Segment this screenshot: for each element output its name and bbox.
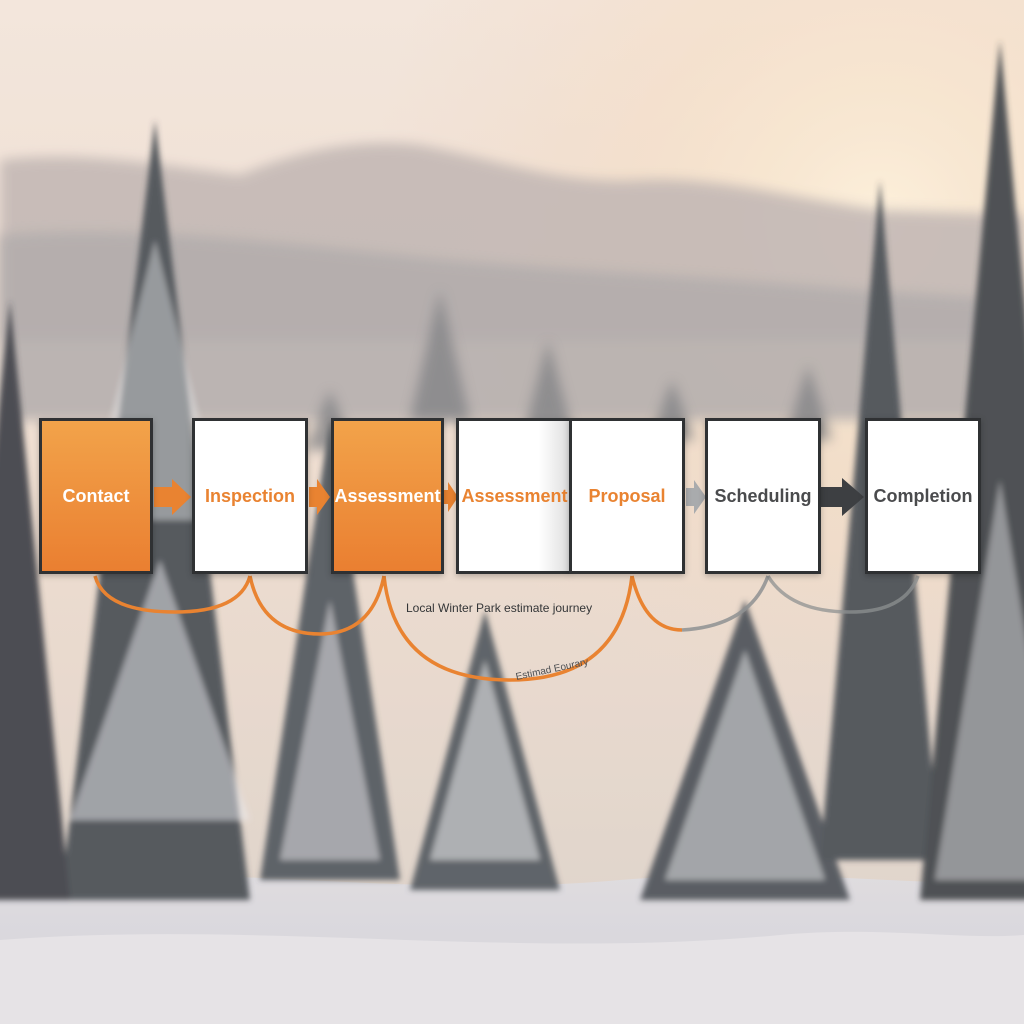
arrow-icon — [154, 479, 191, 515]
step-contact: Contact — [39, 418, 153, 574]
step-assessment: Assessment — [331, 418, 444, 574]
step-assessment-duplicate: Assessment — [456, 418, 570, 574]
arrow-icon — [821, 478, 864, 516]
step-proposal: Proposal — [569, 418, 685, 574]
step-scheduling: Scheduling — [705, 418, 821, 574]
step-label: Completion — [873, 485, 973, 506]
step-label: Inspection — [204, 485, 295, 506]
diagram-caption: Local Winter Park estimate journey — [406, 601, 593, 615]
step-label: Assessment — [461, 485, 568, 506]
step-label: Scheduling — [714, 485, 812, 506]
step-label: Contact — [62, 485, 130, 506]
arrow-icon — [444, 482, 458, 512]
arrow-icon — [686, 480, 706, 514]
arrow-icon — [309, 479, 330, 515]
step-label: Proposal — [588, 485, 666, 506]
step-inspection: Inspection — [192, 418, 308, 574]
connector-arcs — [93, 575, 920, 682]
step-label: Assessment — [334, 485, 441, 506]
step-completion: Completion — [865, 418, 981, 574]
